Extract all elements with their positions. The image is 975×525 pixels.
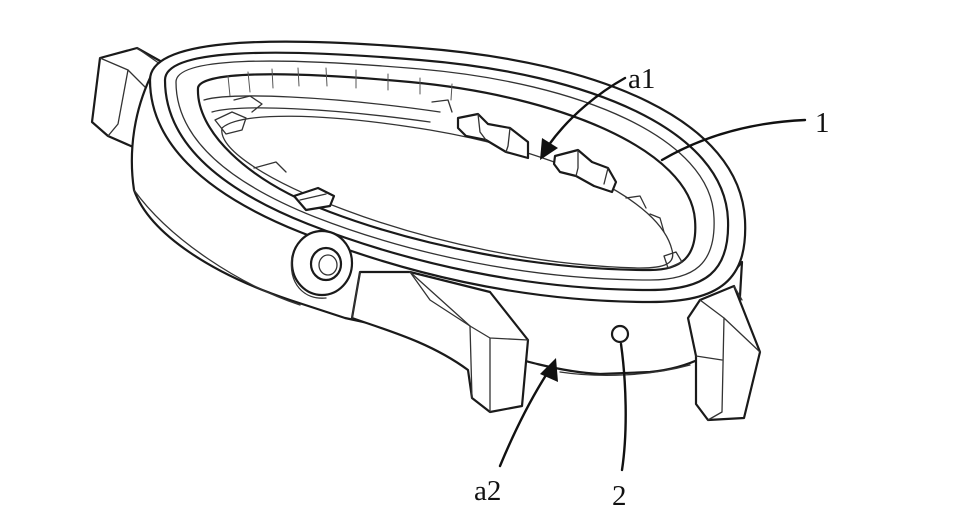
label-2: 2 xyxy=(612,480,627,512)
leader-a1 xyxy=(540,76,627,160)
label-a1: a1 xyxy=(628,63,655,95)
leader-2 xyxy=(619,342,627,472)
label-a2: a2 xyxy=(474,475,501,507)
inner-lug-structures xyxy=(214,95,683,269)
lower-left-lug xyxy=(350,270,530,414)
leader-a2 xyxy=(498,358,558,468)
leader-1 xyxy=(660,118,807,162)
lower-right-lug xyxy=(686,284,762,422)
inner-opening xyxy=(196,67,697,272)
label-1: 1 xyxy=(815,107,830,139)
side-hole xyxy=(610,324,630,344)
crown-button xyxy=(290,229,354,299)
